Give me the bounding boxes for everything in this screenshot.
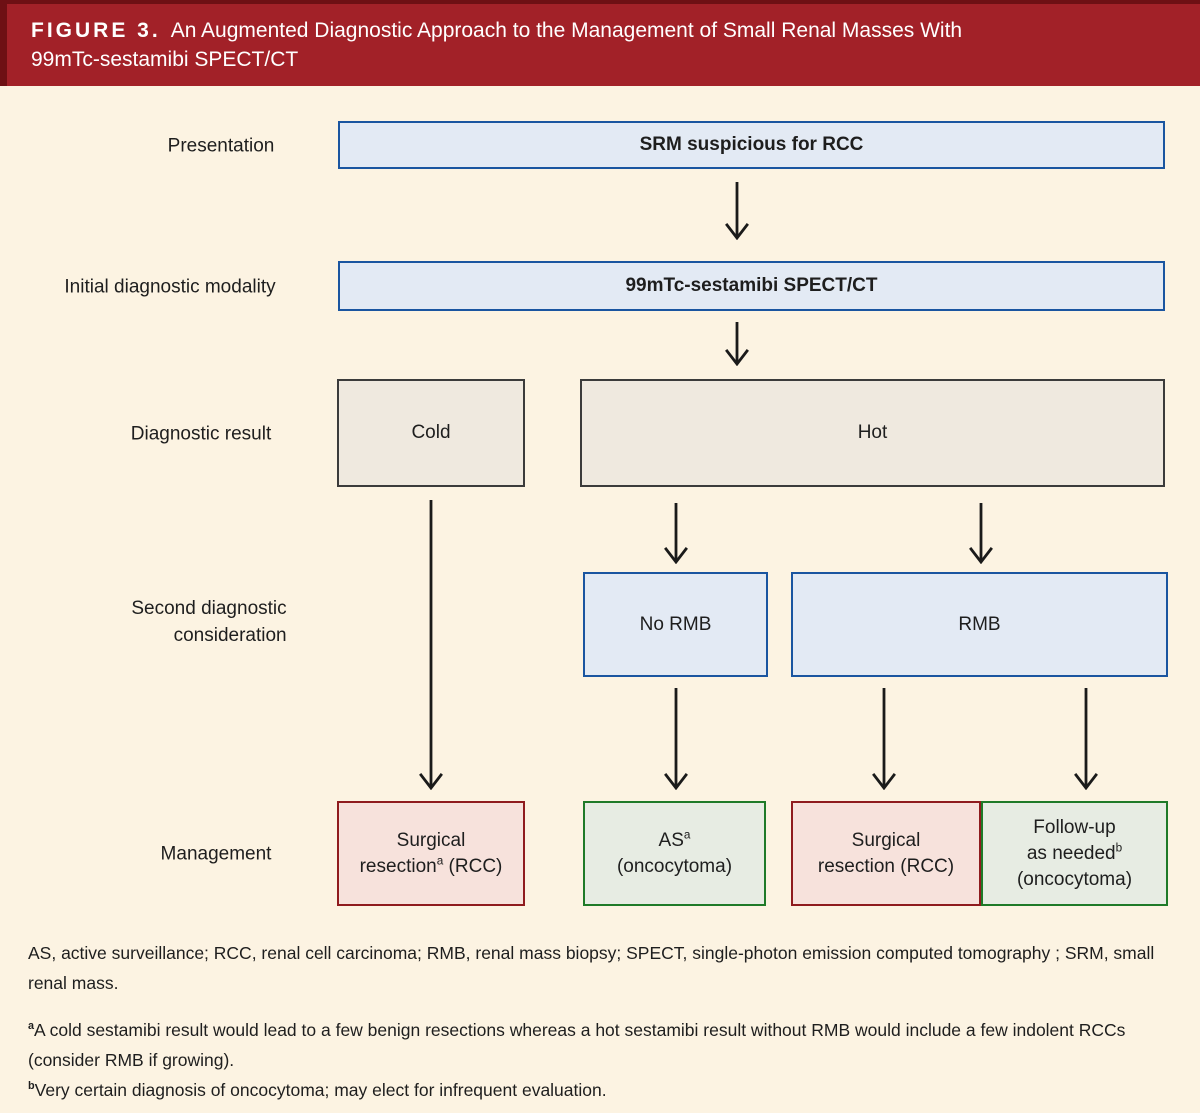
footnote-b: bVery certain diagnosis of oncocytoma; m… [28, 1075, 1173, 1105]
row-label-second-line1: Second diagnostic [131, 598, 287, 619]
box-rmb: RMB [791, 572, 1168, 677]
box-hot-label: Hot [857, 422, 888, 443]
superscript-b: b [1115, 841, 1123, 855]
box-srm-label: SRM suspicious for RCC [639, 134, 864, 155]
row-label-second-diagnostic-consideration: Second diagnostic consideration [131, 595, 286, 649]
footnote-a: aA cold sestamibi result would lead to a… [28, 1015, 1173, 1075]
row-label-second-line2: consideration [173, 625, 287, 646]
box-surgical-resection-cold: Surgical resectiona (RCC) [337, 801, 525, 906]
box-sestamibi-spect-ct: 99mTc-sestamibi SPECT/CT [338, 261, 1165, 311]
figure-title-bar: FIGURE 3. An Augmented Diagnostic Approac… [0, 0, 1200, 86]
arrow-cold-to-surgical-icon [419, 500, 443, 790]
abbreviations-note: AS, active surveillance; RCC, renal cell… [28, 943, 1155, 993]
footnote-b-superscript: b [28, 1080, 35, 1093]
box-hot: Hot [580, 379, 1165, 487]
figure-title-line1: FIGURE 3. An Augmented Diagnostic Approac… [31, 16, 1180, 45]
arrow-rmb-to-surgical-icon [872, 688, 896, 790]
row-label-diagnostic-result: Diagnostic result [130, 423, 272, 445]
arrow-hot-to-no-rmb-icon [664, 503, 688, 564]
figure-title-text: An Augmented Diagnostic Approach to the … [170, 19, 963, 42]
box-active-surveillance-label: ASa (oncocytoma) [616, 828, 733, 877]
box-surgical-resection-rmb: Surgical resection (RCC) [791, 801, 981, 906]
figure-title-line2: 99mTc-sestamibi SPECT/CT [31, 48, 299, 71]
arrow-spect-to-result-icon [725, 322, 749, 366]
box-spect-label: 99mTc-sestamibi SPECT/CT [625, 275, 878, 296]
footnotes: AS, active surveillance; RCC, renal cell… [28, 938, 1173, 1105]
figure-number-label: FIGURE 3. [31, 19, 161, 42]
box-surgical-resection-cold-label: Surgical resectiona (RCC) [359, 829, 503, 877]
footnote-b-text: Very certain diagnosis of oncocytoma; ma… [34, 1080, 607, 1100]
row-label-initial-diagnostic-modality: Initial diagnostic modality [64, 276, 276, 298]
arrow-no-rmb-to-as-icon [664, 688, 688, 790]
box-no-rmb-label: No RMB [639, 613, 712, 635]
arrow-srm-to-spect-icon [725, 182, 749, 240]
box-follow-up: Follow-up as neededb (oncocytoma) [981, 801, 1168, 906]
box-surgical-resection-rmb-label: Surgical resection (RCC) [817, 829, 955, 877]
box-rmb-label: RMB [958, 613, 1001, 635]
row-label-presentation: Presentation [167, 135, 275, 157]
superscript-a: a [683, 828, 691, 842]
superscript-a: a [436, 854, 444, 868]
box-active-surveillance: ASa (oncocytoma) [583, 801, 766, 906]
arrow-hot-to-rmb-icon [969, 503, 993, 564]
footnote-a-superscript: a [28, 1020, 35, 1033]
box-no-rmb: No RMB [583, 572, 768, 677]
row-label-management: Management [160, 843, 272, 865]
arrow-rmb-to-follow-up-icon [1074, 688, 1098, 790]
box-follow-up-label: Follow-up as neededb (oncocytoma) [1016, 816, 1133, 890]
box-cold-label: Cold [411, 422, 451, 443]
footnote-a-text: A cold sestamibi result would lead to a … [28, 1020, 1126, 1070]
box-cold: Cold [337, 379, 525, 487]
box-srm-suspicious-for-rcc: SRM suspicious for RCC [338, 121, 1165, 169]
